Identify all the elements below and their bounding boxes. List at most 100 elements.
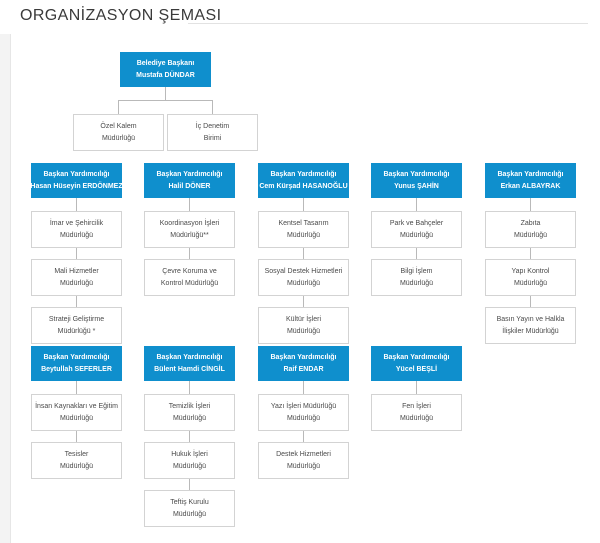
deputy-title: Başkan Yardımcılığı bbox=[497, 171, 564, 179]
connector-line bbox=[165, 87, 166, 100]
directorate-box[interactable]: Tesisler Müdürlüğü bbox=[31, 442, 122, 479]
unit-label: Müdürlüğü bbox=[286, 231, 321, 239]
directorate-box[interactable]: Bilgi İşlem Müdürlüğü bbox=[371, 259, 462, 296]
unit-label: Müdürlüğü bbox=[59, 414, 94, 422]
deputy-title: Başkan Yardımcılığı bbox=[156, 354, 223, 362]
deputy-name: Raif ENDAR bbox=[283, 365, 324, 373]
directorate-box[interactable]: İnsan Kaynakları ve Eğitim Müdürlüğü bbox=[31, 394, 122, 431]
deputy-name: Cem Kürşad HASANOĞLU bbox=[259, 182, 348, 190]
unit-label: Müdürlüğü * bbox=[57, 327, 96, 335]
page-title: ORGANİZASYON ŞEMASI bbox=[20, 7, 222, 24]
directorate-box[interactable]: Yapı Kontrol Müdürlüğü bbox=[485, 259, 576, 296]
deputy-name: Halil DÖNER bbox=[168, 182, 211, 190]
directorate-box[interactable]: Park ve Bahçeler Müdürlüğü bbox=[371, 211, 462, 248]
directorate-box[interactable]: Çevre Koruma ve Kontrol Müdürlüğü bbox=[144, 259, 235, 296]
deputy-title: Başkan Yardımcılığı bbox=[270, 354, 337, 362]
unit-label: Müdürlüğü bbox=[59, 231, 94, 239]
unit-label: Müdürlüğü bbox=[513, 279, 548, 287]
deputy-title: Başkan Yardımcılığı bbox=[43, 171, 110, 179]
unit-label: Özel Kalem bbox=[100, 123, 137, 131]
deputy-mayor-box[interactable]: Başkan Yardımcılığı Yücel BEŞLİ bbox=[371, 346, 462, 381]
unit-label: İç Denetim bbox=[195, 123, 230, 131]
deputy-title: Başkan Yardımcılığı bbox=[383, 354, 450, 362]
directorate-box[interactable]: Basın Yayın ve Halkla İlişkiler Müdürlüğ… bbox=[485, 307, 576, 344]
unit-label: Basın Yayın ve Halkla bbox=[496, 316, 565, 324]
directorate-box[interactable]: Koordinasyon İşleri Müdürlüğü** bbox=[144, 211, 235, 248]
unit-label: Fen İşleri bbox=[402, 403, 431, 411]
directorate-box[interactable]: Fen İşleri Müdürlüğü bbox=[371, 394, 462, 431]
directorate-box[interactable]: Mali Hizmetler Müdürlüğü bbox=[31, 259, 122, 296]
unit-label: Müdürlüğü bbox=[399, 279, 434, 287]
unit-label: Müdürlüğü bbox=[513, 231, 548, 239]
unit-label: Müdürlüğü bbox=[286, 414, 321, 422]
unit-label: Yapı Kontrol bbox=[511, 268, 550, 276]
unit-label: Hukuk İşleri bbox=[171, 451, 208, 459]
deputy-name: Yunus ŞAHİN bbox=[394, 182, 439, 190]
unit-label: Müdürlüğü bbox=[286, 462, 321, 470]
connector-line bbox=[212, 100, 213, 114]
unit-label: Bilgi İşlem bbox=[400, 268, 433, 276]
deputy-mayor-box[interactable]: Başkan Yardımcılığı Hasan Hüseyin ERDÖNM… bbox=[30, 163, 123, 198]
left-sidebar-strip bbox=[0, 34, 10, 543]
directorate-box[interactable]: Strateji Geliştirme Müdürlüğü * bbox=[31, 307, 122, 344]
left-sidebar-border bbox=[10, 34, 11, 543]
connector-line bbox=[76, 198, 77, 318]
unit-label: Teftiş Kurulu bbox=[170, 499, 209, 507]
connector-line bbox=[118, 100, 119, 114]
unit-label: Müdürlüğü bbox=[399, 414, 434, 422]
unit-label: Müdürlüğü bbox=[59, 462, 94, 470]
unit-label: Kontrol Müdürlüğü bbox=[160, 279, 219, 287]
unit-label: Kültür İşleri bbox=[285, 316, 321, 324]
deputy-mayor-box[interactable]: Başkan Yardımcılığı Erkan ALBAYRAK bbox=[485, 163, 576, 198]
unit-label: Müdürlüğü bbox=[101, 134, 136, 142]
unit-label: Yazı İşleri Müdürlüğü bbox=[270, 403, 337, 411]
connector-line bbox=[416, 381, 417, 405]
unit-label: Birimi bbox=[203, 134, 222, 142]
directorate-box[interactable]: Sosyal Destek Hizmetleri Müdürlüğü bbox=[258, 259, 349, 296]
connector-line bbox=[189, 381, 190, 501]
title-divider bbox=[188, 23, 588, 24]
deputy-title: Başkan Yardımcılığı bbox=[43, 354, 110, 362]
deputy-mayor-box[interactable]: Başkan Yardımcılığı Bülent Hamdi CİNGİL bbox=[144, 346, 235, 381]
deputy-name: Bülent Hamdi CİNGİL bbox=[154, 365, 225, 373]
unit-label: Müdürlüğü bbox=[399, 231, 434, 239]
directorate-box[interactable]: Hukuk İşleri Müdürlüğü bbox=[144, 442, 235, 479]
unit-label: Destek Hizmetleri bbox=[276, 451, 331, 459]
unit-label: Müdürlüğü bbox=[59, 279, 94, 287]
deputy-mayor-box[interactable]: Başkan Yardımcılığı Yunus ŞAHİN bbox=[371, 163, 462, 198]
unit-label: İlişkiler Müdürlüğü bbox=[502, 327, 559, 335]
mayor-name: Mustafa DÜNDAR bbox=[136, 71, 195, 79]
unit-label: Müdürlüğü** bbox=[170, 231, 209, 239]
connector-line bbox=[118, 100, 212, 101]
deputy-mayor-box[interactable]: Başkan Yardımcılığı Beytullah SEFERLER bbox=[31, 346, 122, 381]
unit-label: Çevre Koruma ve bbox=[162, 268, 217, 276]
deputy-mayor-box[interactable]: Başkan Yardımcılığı Halil DÖNER bbox=[144, 163, 235, 198]
unit-label: Müdürlüğü bbox=[172, 414, 207, 422]
directorate-box[interactable]: Kentsel Tasarım Müdürlüğü bbox=[258, 211, 349, 248]
unit-label: Tesisler bbox=[64, 451, 89, 459]
unit-label: Park ve Bahçeler bbox=[389, 220, 444, 228]
unit-label: Müdürlüğü bbox=[172, 462, 207, 470]
unit-label: Strateji Geliştirme bbox=[48, 316, 105, 324]
connector-line bbox=[303, 198, 304, 318]
directorate-box[interactable]: Kültür İşleri Müdürlüğü bbox=[258, 307, 349, 344]
directorate-box[interactable]: Destek Hizmetleri Müdürlüğü bbox=[258, 442, 349, 479]
deputy-mayor-box[interactable]: Başkan Yardımcılığı Raif ENDAR bbox=[258, 346, 349, 381]
unit-label: Temizlik İşleri bbox=[168, 403, 211, 411]
directorate-box[interactable]: Temizlik İşleri Müdürlüğü bbox=[144, 394, 235, 431]
internal-audit-unit-box[interactable]: İç Denetim Birimi bbox=[167, 114, 258, 151]
connector-line bbox=[530, 198, 531, 318]
directorate-box[interactable]: Yazı İşleri Müdürlüğü Müdürlüğü bbox=[258, 394, 349, 431]
mayor-title: Belediye Başkanı bbox=[136, 60, 195, 68]
deputy-title: Başkan Yardımcılığı bbox=[270, 171, 337, 179]
unit-label: İmar ve Şehircilik bbox=[49, 220, 104, 228]
mayor-box[interactable]: Belediye Başkanı Mustafa DÜNDAR bbox=[120, 52, 211, 87]
unit-label: Mali Hizmetler bbox=[54, 268, 99, 276]
deputy-mayor-box[interactable]: Başkan Yardımcılığı Cem Kürşad HASANOĞLU bbox=[258, 163, 349, 198]
private-office-unit-box[interactable]: Özel Kalem Müdürlüğü bbox=[73, 114, 164, 151]
unit-label: Müdürlüğü bbox=[286, 279, 321, 287]
directorate-box[interactable]: İmar ve Şehircilik Müdürlüğü bbox=[31, 211, 122, 248]
directorate-box[interactable]: Teftiş Kurulu Müdürlüğü bbox=[144, 490, 235, 527]
unit-label: Sosyal Destek Hizmetleri bbox=[264, 268, 343, 276]
directorate-box[interactable]: Zabıta Müdürlüğü bbox=[485, 211, 576, 248]
